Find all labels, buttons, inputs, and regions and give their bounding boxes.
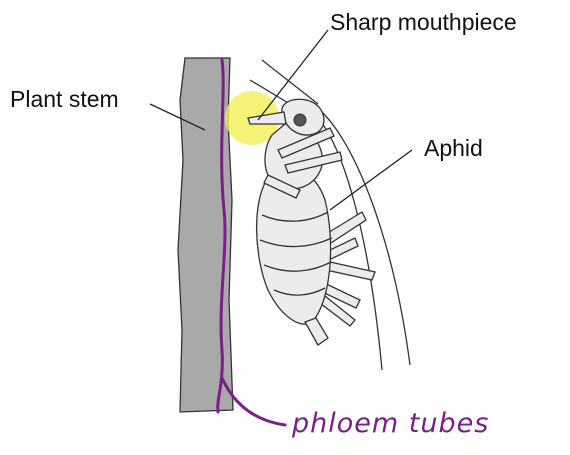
aphid-label: Aphid: [424, 135, 483, 161]
plant-stem-label: Plant stem: [10, 86, 119, 112]
mouthpiece-label: Sharp mouthpiece: [330, 9, 517, 35]
phloem-label: phloem tubes: [291, 408, 489, 439]
aphid-eye: [294, 114, 306, 126]
